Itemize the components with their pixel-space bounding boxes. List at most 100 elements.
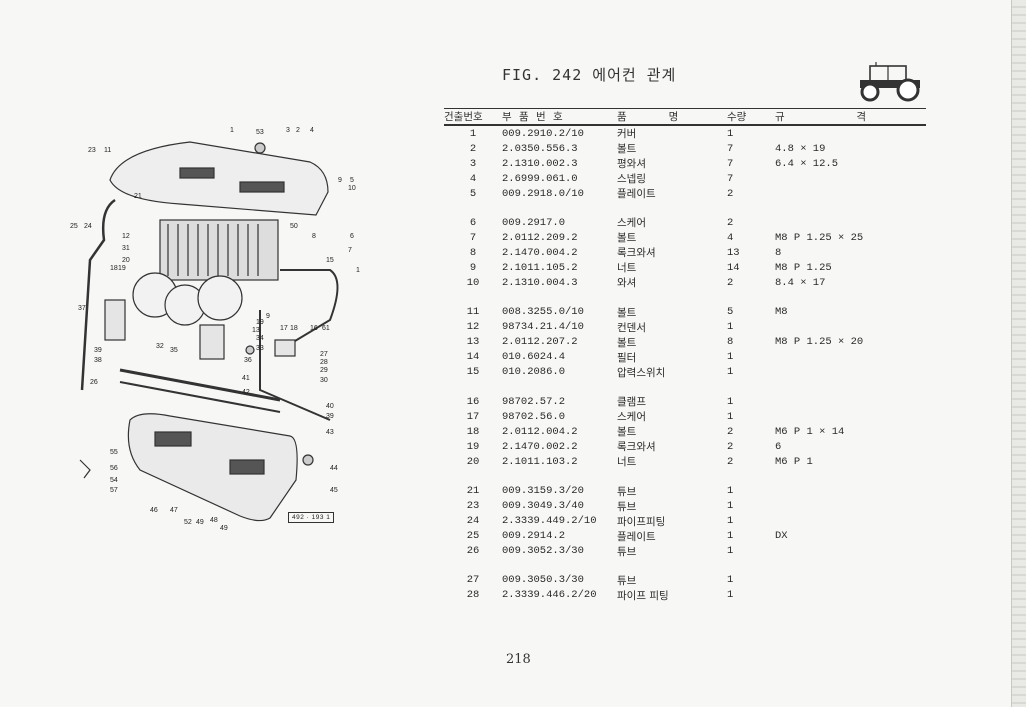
- svg-text:39: 39: [94, 347, 102, 354]
- cell-name: 튜브: [617, 500, 637, 513]
- cell-name: 튜브: [617, 574, 637, 587]
- cell-name: 스케어: [617, 411, 646, 424]
- cell-qty: 5: [727, 306, 734, 319]
- cell-item-no: 3: [469, 157, 477, 170]
- svg-text:56: 56: [110, 465, 118, 472]
- cell-qty: 1: [727, 127, 734, 140]
- tractor-icon: [860, 62, 920, 102]
- cell-name: 와셔: [617, 277, 637, 290]
- cell-part-no: 98702.57.2: [502, 395, 566, 408]
- svg-text:1: 1: [230, 127, 234, 134]
- cell-part-no: 2.1470.002.2: [502, 440, 578, 453]
- svg-text:23: 23: [88, 147, 96, 154]
- cell-name: 클램프: [617, 396, 646, 409]
- svg-text:37: 37: [78, 305, 86, 312]
- cell-item-no: 12: [466, 321, 480, 334]
- cell-item-no: 20: [466, 455, 480, 468]
- cell-qty: 1: [727, 574, 734, 587]
- cell-spec: [775, 484, 926, 499]
- svg-text:17: 17: [280, 325, 288, 332]
- cell-qty: 2: [727, 187, 734, 200]
- cell-name: 볼트: [617, 426, 637, 439]
- cell-name: 록크와셔: [617, 247, 656, 260]
- svg-text:18: 18: [110, 265, 118, 272]
- svg-text:57: 57: [110, 487, 118, 494]
- cell-item-no: 21: [466, 485, 480, 498]
- cell-qty: 1: [727, 530, 734, 543]
- cell-spec: [775, 365, 926, 380]
- cell-spec: [775, 350, 926, 365]
- svg-text:49: 49: [220, 525, 228, 532]
- cell-item-no: 1: [469, 127, 477, 140]
- svg-text:52: 52: [184, 519, 192, 526]
- svg-text:47: 47: [170, 507, 178, 514]
- svg-text:33: 33: [256, 345, 264, 352]
- cell-part-no: 009.3159.3/20: [502, 485, 584, 498]
- page-binding-edge: [1011, 0, 1026, 707]
- svg-text:6: 6: [350, 233, 354, 240]
- cell-item-no: 27: [466, 574, 480, 587]
- cell-qty: 7: [727, 172, 734, 185]
- svg-text:30: 30: [320, 377, 328, 384]
- svg-text:44: 44: [330, 465, 338, 472]
- svg-text:25: 25: [70, 223, 78, 230]
- svg-text:18: 18: [290, 325, 298, 332]
- cell-part-no: 2.1011.105.2: [502, 261, 578, 274]
- cell-part-no: 2.0112.207.2: [502, 336, 578, 349]
- svg-text:19: 19: [118, 265, 126, 272]
- svg-text:21: 21: [134, 193, 142, 200]
- svg-text:54: 54: [110, 477, 118, 484]
- cell-part-no: 009.3052.3/30: [502, 545, 584, 558]
- cell-item-no: 25: [466, 530, 480, 543]
- cell-qty: 2: [727, 216, 734, 229]
- cell-item-no: 19: [466, 440, 480, 453]
- cell-qty: 2: [727, 455, 734, 468]
- svg-text:26: 26: [90, 379, 98, 386]
- cell-part-no: 009.3049.3/40: [502, 500, 584, 513]
- cell-spec: [775, 186, 926, 201]
- cell-item-no: 23: [466, 500, 480, 513]
- cell-part-no: 010.6024.4: [502, 351, 566, 364]
- svg-text:27: 27: [320, 351, 328, 358]
- svg-text:3: 3: [286, 127, 290, 134]
- svg-text:20: 20: [122, 257, 130, 264]
- cell-spec: 6.4 × 12.5: [775, 157, 839, 170]
- cell-qty: 8: [727, 336, 734, 349]
- svg-text:16: 16: [310, 325, 318, 332]
- cell-item-no: 6: [469, 216, 477, 229]
- group-spacer: [444, 201, 926, 215]
- cell-item-no: 17: [466, 410, 480, 423]
- cell-name: 플레이트: [617, 530, 656, 543]
- cell-name: 압력스위치: [617, 366, 666, 379]
- svg-text:61: 61: [322, 325, 330, 332]
- cell-name: 플레이트: [617, 188, 656, 200]
- cell-part-no: 009.3050.3/30: [502, 574, 584, 587]
- svg-text:2: 2: [296, 127, 300, 134]
- svg-text:9: 9: [266, 313, 270, 320]
- cell-item-no: 8: [469, 246, 477, 259]
- cell-qty: 14: [727, 261, 740, 274]
- cell-item-no: 13: [466, 336, 480, 349]
- svg-text:43: 43: [326, 429, 334, 436]
- cell-qty: 4: [727, 231, 734, 244]
- cell-part-no: 2.0112.209.2: [502, 231, 578, 244]
- svg-text:34: 34: [256, 335, 264, 342]
- svg-text:13: 13: [252, 327, 260, 334]
- cell-name: 필터: [617, 351, 637, 364]
- cell-item-no: 9: [469, 261, 477, 274]
